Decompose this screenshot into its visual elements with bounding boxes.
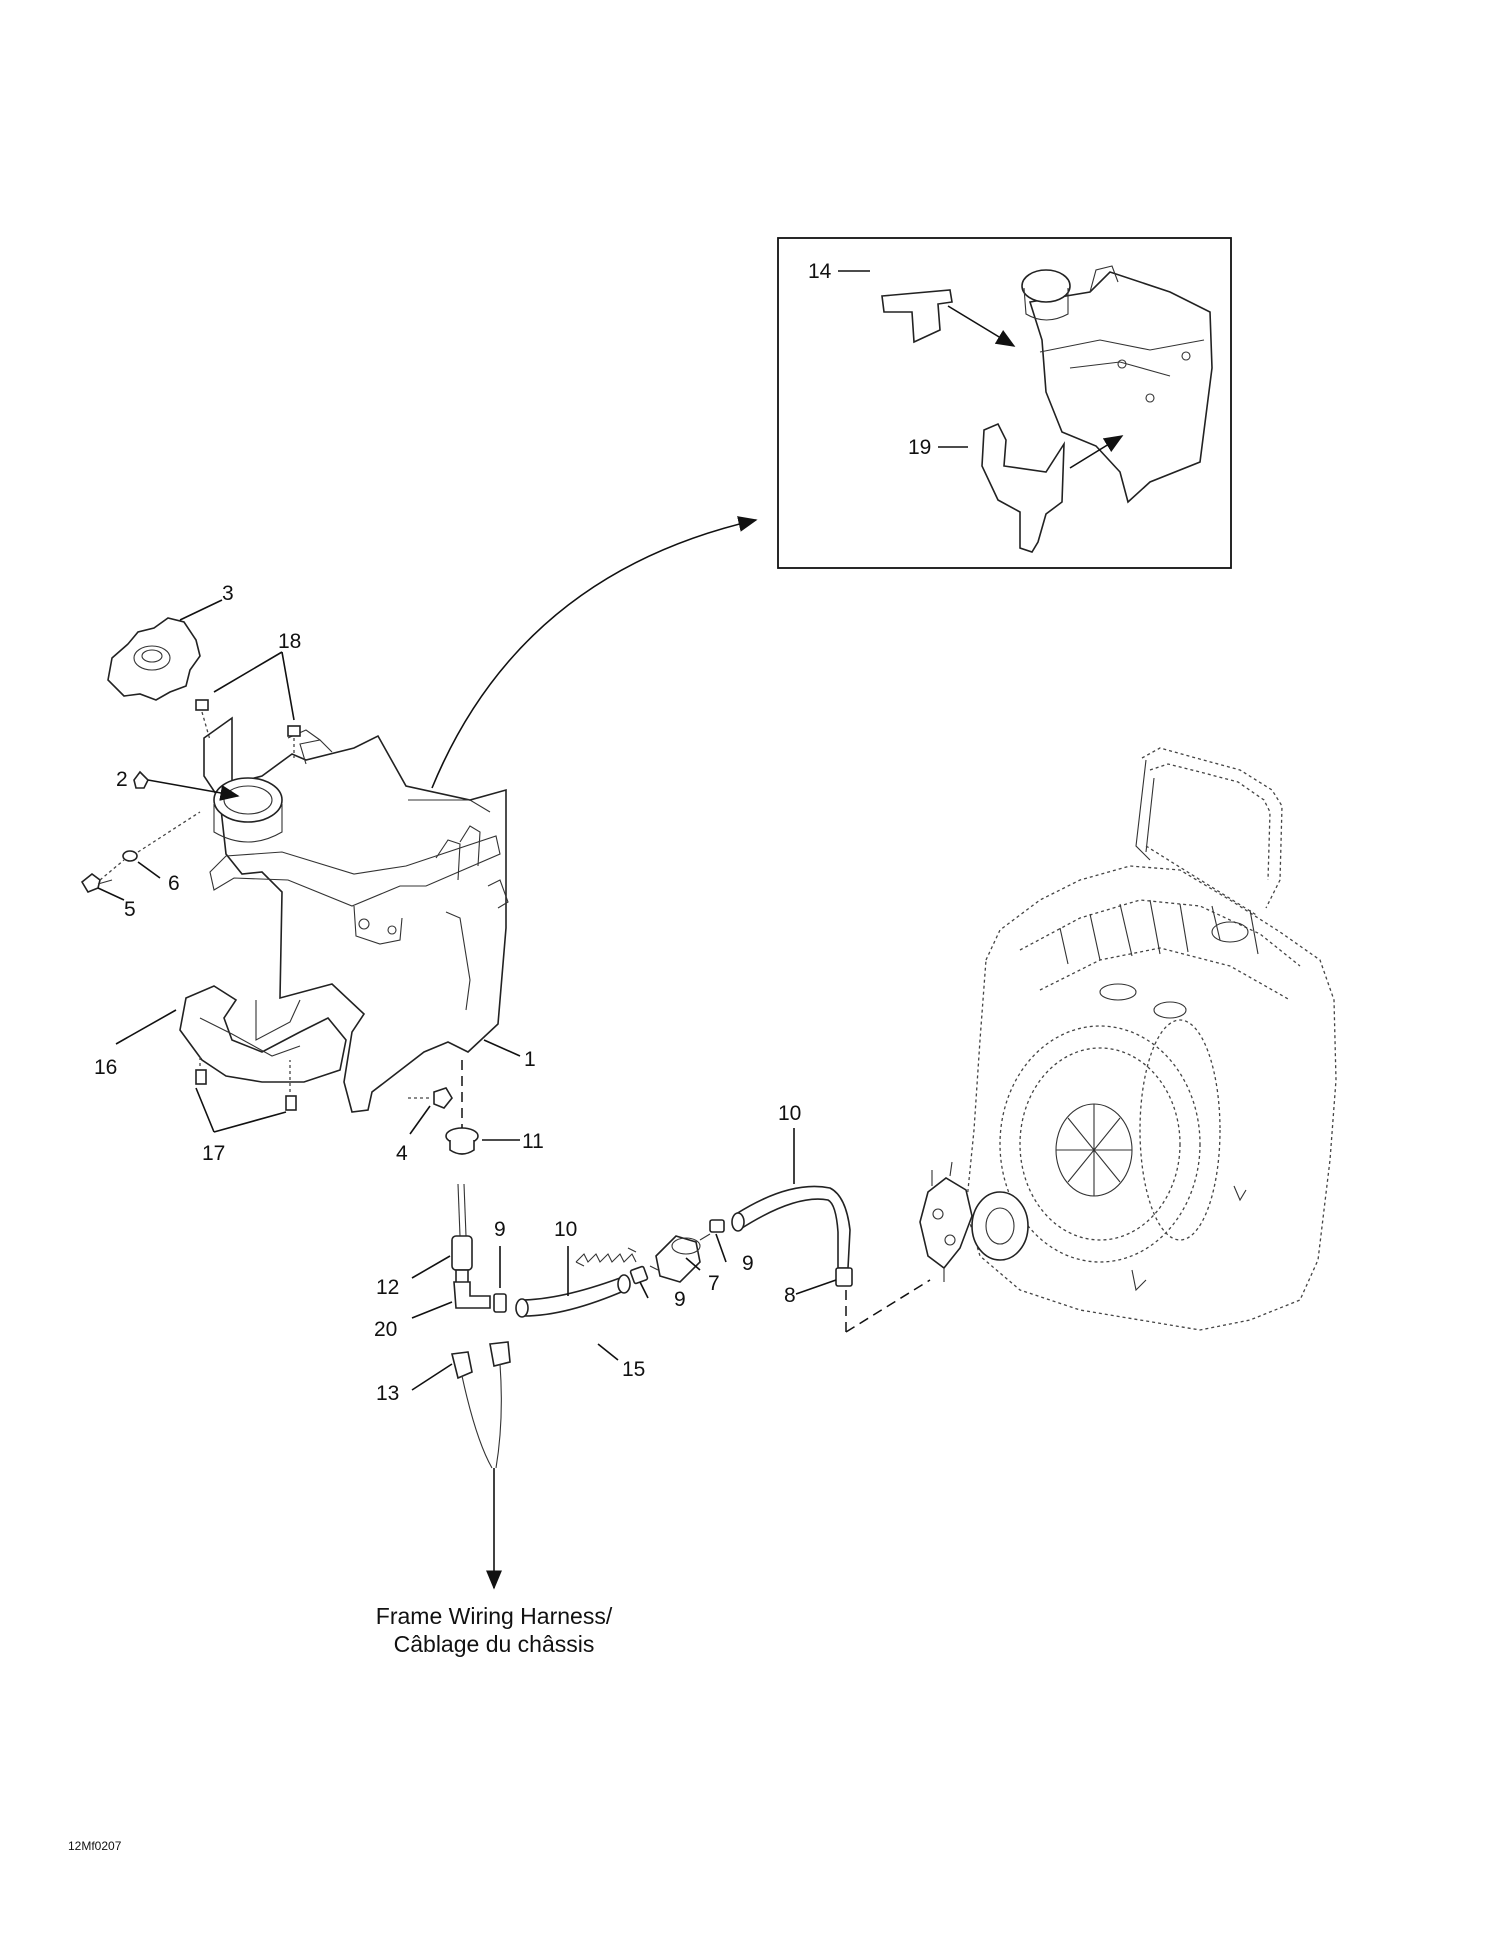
callout-3: 3 bbox=[222, 582, 234, 605]
connector-13 bbox=[451, 1341, 511, 1469]
elbow-20 bbox=[453, 1281, 491, 1309]
callout-4: 4 bbox=[396, 1142, 408, 1165]
nut-4 bbox=[433, 1087, 453, 1109]
cap-3 bbox=[107, 617, 201, 701]
callout-18: 18 bbox=[278, 630, 301, 653]
callout-19: 19 bbox=[908, 436, 931, 459]
engine bbox=[919, 747, 1337, 1331]
callout-10-long: 10 bbox=[778, 1102, 801, 1125]
deflector-16 bbox=[179, 985, 347, 1083]
spring-15 bbox=[575, 1247, 637, 1267]
inset-tank bbox=[1021, 265, 1213, 504]
callout-16: 16 bbox=[94, 1056, 117, 1079]
nut-18-b bbox=[287, 725, 301, 737]
leader-lines bbox=[97, 599, 837, 1391]
callout-labels: 3 18 2 6 5 1 16 17 4 11 10 10 9 9 9 7 8 … bbox=[94, 582, 801, 1405]
washer-6 bbox=[122, 850, 138, 862]
callout-2: 2 bbox=[116, 768, 128, 791]
figure-reference-code: 12Mf0207 bbox=[68, 1839, 122, 1853]
inset-detail-box: 14 19 bbox=[777, 237, 1232, 569]
grommet-11 bbox=[445, 1127, 479, 1155]
sensor-12 bbox=[451, 1183, 473, 1285]
screw-17-a bbox=[195, 1069, 207, 1085]
callout-9-b: 9 bbox=[674, 1288, 686, 1311]
filter-7 bbox=[649, 1233, 711, 1283]
nut-18-a bbox=[195, 699, 209, 711]
callout-11: 11 bbox=[522, 1130, 544, 1153]
callout-15: 15 bbox=[622, 1358, 645, 1381]
callout-12: 12 bbox=[376, 1276, 399, 1299]
clamp-9-b bbox=[629, 1265, 649, 1285]
callout-10-short: 10 bbox=[554, 1218, 577, 1241]
callout-17: 17 bbox=[202, 1142, 225, 1165]
callout-6: 6 bbox=[168, 872, 180, 895]
callout-13: 13 bbox=[376, 1382, 399, 1405]
callout-5: 5 bbox=[124, 898, 136, 921]
screw-17-b bbox=[285, 1095, 297, 1111]
callout-9-c: 9 bbox=[742, 1252, 754, 1275]
harness-caption-line1: Frame Wiring Harness/ bbox=[376, 1603, 613, 1629]
callout-20: 20 bbox=[374, 1318, 397, 1341]
callout-9-a: 9 bbox=[494, 1218, 506, 1241]
gauge-2 bbox=[133, 770, 149, 789]
harness-caption-line2: Câblage du châssis bbox=[394, 1631, 595, 1657]
clamp-9-c bbox=[709, 1219, 725, 1233]
callout-7: 7 bbox=[708, 1272, 720, 1295]
detail-pointer-arrow bbox=[431, 516, 758, 789]
callout-8: 8 bbox=[784, 1284, 796, 1307]
decal-19 bbox=[981, 422, 1065, 553]
screw-5 bbox=[80, 872, 113, 893]
decal-14 bbox=[881, 289, 953, 344]
callout-14: 14 bbox=[808, 260, 832, 283]
hose-10-short bbox=[515, 1274, 631, 1318]
callout-1: 1 bbox=[524, 1048, 536, 1071]
fitting-8 bbox=[835, 1267, 853, 1287]
clamp-9-a bbox=[493, 1293, 507, 1313]
